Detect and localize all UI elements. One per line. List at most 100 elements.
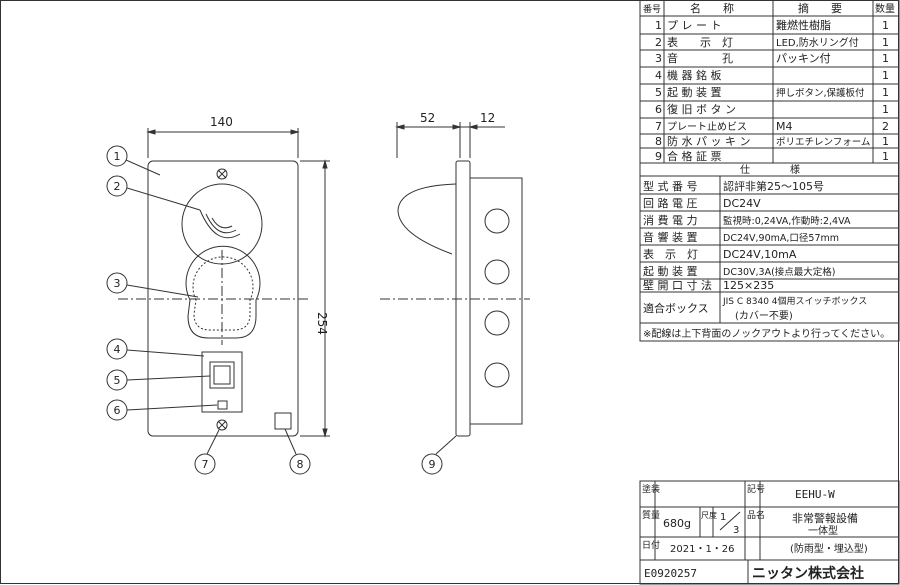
svg-text:日付: 日付 — [642, 540, 660, 551]
svg-text:仕 様: 仕 様 — [740, 163, 800, 176]
svg-text:1: 1 — [882, 150, 889, 163]
svg-text:1: 1 — [114, 150, 121, 163]
dimension-texts: 140 52 12 254 — [210, 111, 495, 335]
svg-text:125×235: 125×235 — [723, 279, 774, 292]
svg-text:認評非第25～105号: 認評非第25～105号 — [723, 179, 824, 193]
svg-text:押しボタン,保護板付: 押しボタン,保護板付 — [776, 87, 865, 99]
product-name: 非常警報設備 — [792, 511, 858, 525]
callouts — [106, 145, 457, 475]
svg-text:2: 2 — [882, 120, 889, 133]
svg-text:2: 2 — [114, 180, 121, 193]
svg-text:尺度: 尺度 — [701, 510, 717, 520]
svg-text:監視時:0,24VA,作動時:2,4VA: 監視時:0,24VA,作動時:2,4VA — [723, 215, 851, 227]
svg-text:プレート止めビス: プレート止めビス — [667, 121, 747, 133]
lamp-dome — [397, 183, 457, 255]
svg-text:番号: 番号 — [643, 3, 661, 15]
svg-text:8: 8 — [655, 135, 662, 148]
svg-text:起 動 装 置: 起 動 装 置 — [643, 264, 698, 278]
svg-text:1: 1 — [882, 86, 889, 99]
svg-text:JIS C 8340 4個用スイッチボックス: JIS C 8340 4個用スイッチボックス — [722, 295, 867, 307]
drawing-date: 2021・1・26 — [670, 544, 735, 555]
svg-text:表 示 灯: 表 示 灯 — [643, 247, 698, 261]
svg-text:DC24V,90mA,口径57mm: DC24V,90mA,口径57mm — [723, 232, 839, 244]
title-block-text: 塗装 質量 尺度 記号 品名 日付 680g 1 3 EEHU-W 非常警報設備… — [642, 483, 868, 582]
svg-text:音 孔: 音 孔 — [667, 51, 733, 65]
svg-text:9: 9 — [655, 150, 662, 163]
svg-text:1: 1 — [655, 19, 662, 32]
svg-text:DC24V,10mA: DC24V,10mA — [723, 248, 797, 261]
svg-text:3: 3 — [733, 525, 739, 536]
dim-depth-back: 12 — [480, 111, 495, 125]
svg-text:(防雨型・埋込型): (防雨型・埋込型) — [790, 542, 868, 555]
svg-text:1: 1 — [882, 69, 889, 82]
svg-text:7: 7 — [655, 120, 662, 133]
svg-text:1: 1 — [882, 52, 889, 65]
svg-text:1: 1 — [882, 36, 889, 49]
svg-text:6: 6 — [655, 103, 662, 116]
svg-text:摘 要: 摘 要 — [798, 1, 842, 15]
parts-table — [639, 0, 900, 164]
mass-value: 680g — [663, 517, 691, 530]
svg-text:プ レ ー ト: プ レ ー ト — [667, 19, 722, 32]
company-logo: ニッタン株式会社 — [752, 565, 864, 582]
svg-text:パッキン付: パッキン付 — [776, 52, 831, 65]
svg-text:(カバー不要): (カバー不要) — [735, 310, 793, 322]
svg-text:音 響 装 置: 音 響 装 置 — [643, 230, 698, 244]
drawing-number: E0920257 — [644, 567, 697, 580]
svg-text:1: 1 — [882, 19, 889, 32]
svg-text:壁 開 口 寸 法: 壁 開 口 寸 法 — [643, 278, 712, 292]
spec-table — [639, 162, 900, 342]
svg-text:DC30V,3A(接点最大定格): DC30V,3A(接点最大定格) — [723, 266, 836, 278]
svg-text:質量: 質量 — [642, 509, 660, 521]
svg-text:3: 3 — [114, 277, 121, 290]
svg-text:難燃性樹脂: 難燃性樹脂 — [776, 18, 831, 32]
svg-text:4: 4 — [655, 69, 662, 82]
model-number: EEHU-W — [795, 488, 835, 501]
svg-text:起 動 装 置: 起 動 装 置 — [667, 85, 722, 99]
dim-depth-front: 52 — [420, 111, 435, 125]
svg-text:※配線は上下背面のノックアウトより行ってください。: ※配線は上下背面のノックアウトより行ってください。 — [643, 327, 890, 340]
svg-text:8: 8 — [297, 458, 304, 471]
certificate-label — [274, 412, 292, 430]
svg-text:機 器 銘 板: 機 器 銘 板 — [667, 68, 722, 82]
svg-text:1: 1 — [882, 103, 889, 116]
svg-text:適合ボックス: 適合ボックス — [643, 301, 709, 315]
svg-text:5: 5 — [114, 374, 121, 387]
svg-text:防 水 パ ッ キ ン: 防 水 パ ッ キ ン — [667, 134, 750, 148]
side-view — [380, 122, 530, 437]
dim-width: 140 — [210, 115, 233, 129]
svg-text:9: 9 — [429, 458, 436, 471]
svg-text:表 示 灯: 表 示 灯 — [667, 35, 733, 49]
switch-box — [469, 177, 523, 425]
svg-text:名 称: 名 称 — [690, 1, 734, 15]
svg-text:2: 2 — [655, 36, 662, 49]
callout-numbers: 1 2 3 4 5 6 7 8 9 — [114, 150, 436, 471]
front-view — [118, 128, 330, 438]
title-block — [639, 480, 900, 585]
svg-text:ポリエチレンフォーム: ポリエチレンフォーム — [776, 137, 870, 148]
nameplate — [201, 351, 243, 413]
svg-text:M4: M4 — [776, 120, 793, 133]
svg-text:塗装: 塗装 — [642, 483, 660, 495]
start-button — [209, 361, 235, 389]
bottom-screw — [216, 419, 228, 431]
svg-text:型 式 番 号: 型 式 番 号 — [643, 179, 698, 193]
svg-text:記号: 記号 — [747, 483, 765, 495]
svg-text:DC24V: DC24V — [723, 197, 761, 210]
svg-text:5: 5 — [655, 86, 662, 99]
svg-text:LED,防水リング付: LED,防水リング付 — [776, 36, 859, 49]
reset-button — [217, 400, 228, 410]
svg-text:1: 1 — [882, 135, 889, 148]
svg-text:6: 6 — [114, 404, 121, 417]
top-screw — [216, 168, 228, 180]
dim-height: 254 — [315, 312, 329, 335]
svg-text:4: 4 — [114, 343, 121, 356]
svg-text:品名: 品名 — [747, 509, 765, 521]
sound-hole — [185, 245, 261, 339]
svg-text:7: 7 — [202, 458, 209, 471]
svg-text:復 旧 ボ タ ン: 復 旧 ボ タ ン — [667, 103, 736, 116]
svg-text:消 費 電 力: 消 費 電 力 — [643, 213, 698, 227]
